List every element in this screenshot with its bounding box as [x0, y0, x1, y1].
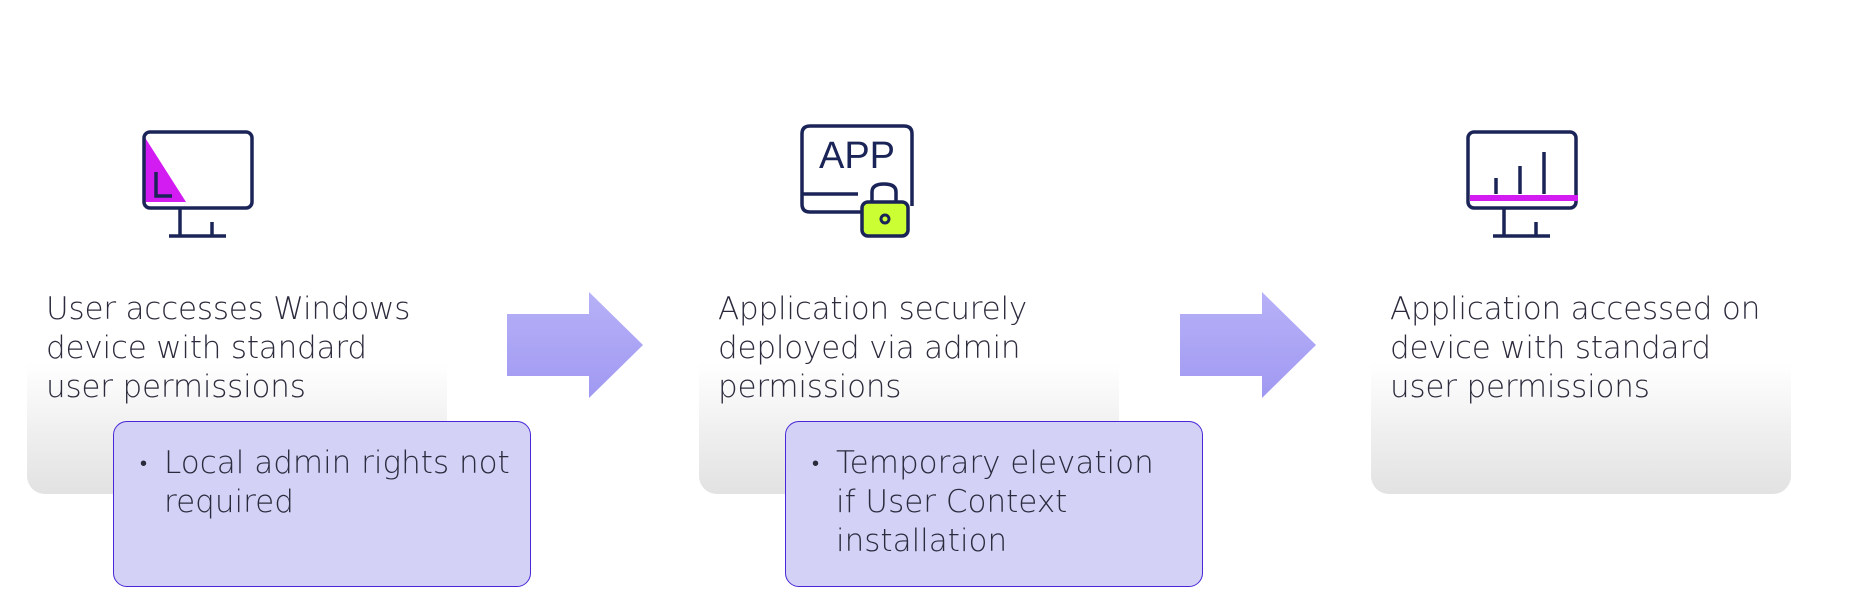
step-2-text: Application securely deployed via admin … [718, 291, 1028, 405]
note-text: Temporary elevation if User Context inst… [836, 445, 1154, 559]
note-callout-1: • Local admin rights not required [113, 421, 531, 587]
monitor-icon [138, 128, 258, 244]
arrow-right-icon [507, 292, 643, 398]
step-1-text: User accesses Windows device with standa… [46, 291, 411, 405]
arrow-right-icon [1180, 292, 1316, 398]
note-text: Local admin rights not required [164, 445, 510, 520]
note-item: • Local admin rights not required [140, 444, 510, 522]
step-card-3: Application accessed on device with stan… [1371, 290, 1791, 494]
monitor-chart-icon [1462, 128, 1582, 244]
note-callout-2: • Temporary elevation if User Context in… [785, 421, 1203, 587]
note-item: • Temporary elevation if User Context in… [812, 444, 1182, 561]
bullet-icon: • [812, 451, 820, 475]
app-lock-icon: APP [796, 122, 920, 242]
bullet-icon: • [140, 451, 148, 475]
step-3-text: Application accessed on device with stan… [1390, 291, 1761, 405]
app-label: APP [819, 135, 895, 177]
